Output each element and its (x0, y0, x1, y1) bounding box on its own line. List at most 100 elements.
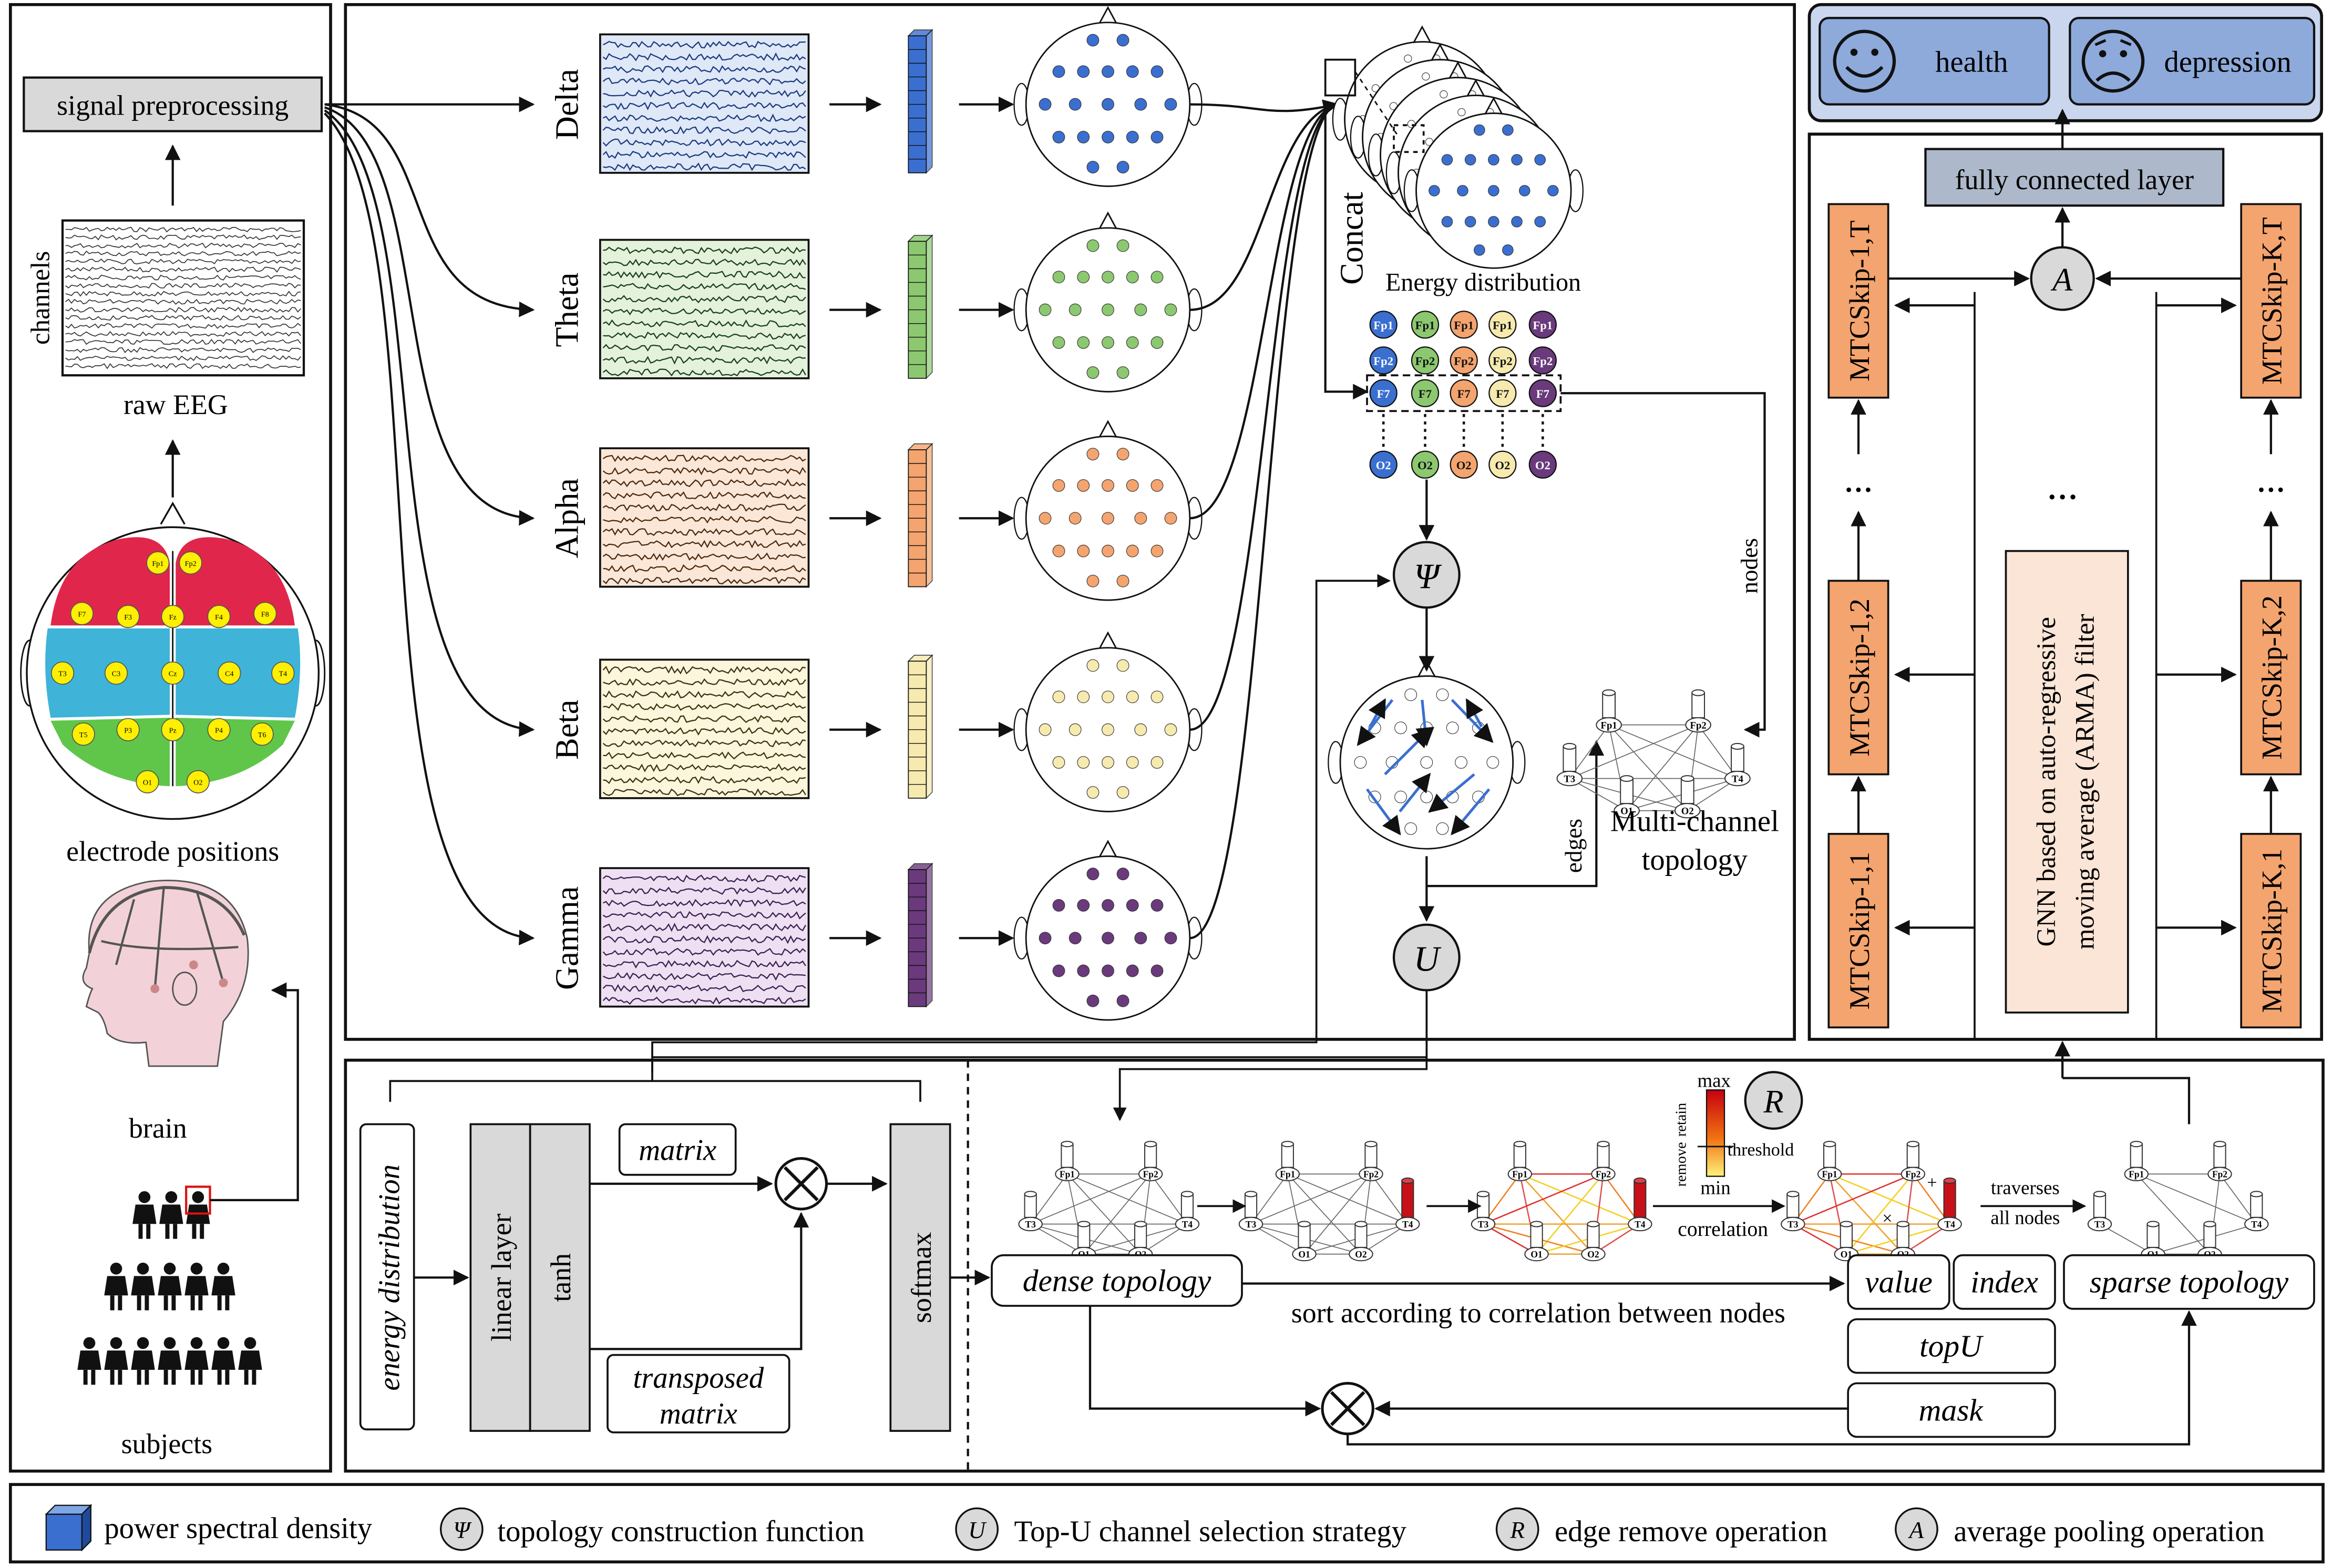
raw-eeg-waves (65, 226, 302, 369)
topology-node (2087, 1216, 2112, 1232)
psd-vector (907, 862, 933, 1008)
topology-node (1628, 1216, 1652, 1232)
scalp-electrode (1077, 756, 1090, 769)
scalp-electrode (1134, 723, 1147, 736)
scalp-electrode (1039, 98, 1052, 111)
energy-node-label: O2 (1456, 459, 1472, 472)
head-electrode (146, 551, 170, 575)
psd-vector (907, 442, 933, 588)
scalp-electrode (1086, 448, 1100, 461)
concat-stack: Concat Energy distribution (1324, 25, 1584, 296)
subject-icon (104, 1337, 128, 1385)
topology-node-label: T4 (1402, 1219, 1413, 1230)
connectivity-edge (1415, 699, 1434, 747)
band-waves (602, 246, 806, 377)
scalp-electrode (1404, 688, 1417, 702)
scalp-electrode (1102, 544, 1114, 558)
topology-node-pillar (1680, 778, 1694, 804)
band-label: Gamma (549, 886, 585, 990)
transposed-matrix-box (607, 1354, 790, 1433)
energy-node-label: Fp1 (1493, 318, 1513, 332)
scalp-electrode (1474, 244, 1485, 256)
scalp-electrode (1464, 154, 1476, 166)
scalp-electrode (1102, 899, 1114, 912)
scalp-electrode (1052, 964, 1065, 977)
legend-r-circle (1495, 1507, 1539, 1551)
scalp-electrode (1039, 303, 1052, 316)
scalp-electrode (1150, 65, 1164, 78)
topology-node-label: T3 (1564, 773, 1575, 785)
scalp-electrode (1069, 723, 1082, 736)
sparse-topology-box (2063, 1254, 2315, 1310)
band-delta: Delta (549, 6, 1339, 187)
topology-node-label: T4 (1732, 773, 1743, 785)
topology-node (1781, 1216, 1805, 1232)
scalp-electrode (1164, 512, 1177, 525)
scalp-electrode (1126, 65, 1139, 78)
topology-node-pillar (1530, 1223, 1543, 1248)
topology-node-label: Fp2 (2212, 1169, 2227, 1180)
scalp-electrode (1069, 512, 1082, 525)
topology-edge (1303, 1173, 1372, 1255)
band-gamma: Gamma (549, 99, 1339, 1021)
topology-node (2207, 1167, 2232, 1181)
topology-edge (1792, 1223, 1847, 1255)
connectivity-edge (1428, 773, 1475, 813)
scalp-electrode (1440, 90, 1448, 99)
topology-node-pillar (1134, 1223, 1147, 1248)
head-electrode (50, 661, 75, 685)
a-symbol: A (2050, 262, 2073, 298)
topology-node (1937, 1216, 1962, 1232)
scalp-electrode (1547, 185, 1559, 197)
subject-icon (104, 1262, 128, 1311)
topology-node-pillar (1840, 1223, 1853, 1248)
legend-u-text: Top-U channel selection strategy (1014, 1515, 1407, 1548)
head-electrode-label: O2 (193, 778, 202, 787)
energy-node-label: F7 (1457, 387, 1471, 400)
scalp-electrode (1150, 131, 1164, 143)
head-electrode-label: C3 (112, 670, 121, 678)
topology-edge (1483, 1223, 1537, 1255)
scalp-electrode (1102, 756, 1114, 769)
topology-node-label: Fp2 (1905, 1169, 1920, 1180)
topology-node (1471, 1216, 1496, 1232)
fully-connected-layer-box (1924, 148, 2225, 207)
topology-node-pillar (1786, 1193, 1800, 1218)
topology-node-label: Fp2 (1690, 720, 1707, 731)
index-label: index (1970, 1265, 2038, 1299)
topology-node-pillar (1563, 746, 1577, 772)
scalp-electrode (1102, 479, 1114, 492)
topology-node-label: Fp1 (1280, 1169, 1295, 1180)
subject-icon (131, 1262, 155, 1311)
topology-node-label: O2 (1355, 1249, 1367, 1260)
scalp-electrode (1102, 271, 1114, 284)
model-panel-frame (1807, 132, 2323, 1041)
subjects-label: subjects (121, 1428, 212, 1460)
scalp-electrode (1086, 161, 1100, 173)
a-operator (2030, 246, 2095, 311)
energy-node (1450, 311, 1478, 339)
topology-node (1674, 803, 1701, 819)
subject-icon (238, 1337, 262, 1385)
topology-node (1556, 770, 1583, 787)
energy-node (1488, 450, 1517, 479)
r-symbol: R (1763, 1084, 1783, 1120)
topology-node (1614, 803, 1640, 819)
sort-text: sort according to correlation between no… (1291, 1297, 1785, 1328)
topology-node (1359, 1167, 1383, 1181)
scalp-electrode (1446, 721, 1459, 735)
topology-node (1900, 1167, 1926, 1181)
channels-label: channels (26, 251, 56, 345)
head-electrode-label: F8 (261, 610, 269, 618)
topology-edge (1287, 1173, 1408, 1225)
topology-node (1596, 717, 1622, 733)
scalp-electrode (1039, 932, 1052, 945)
head-electrode (161, 718, 184, 741)
mtc-skip-label: MTCSkip-1,2 (1844, 599, 1875, 757)
scalp-electrode (1502, 244, 1514, 256)
topology-edge (1519, 1173, 1640, 1225)
subject-icon (184, 1262, 209, 1311)
mtc-skip-block (1827, 203, 1889, 399)
scalp-electrode (1422, 72, 1430, 81)
